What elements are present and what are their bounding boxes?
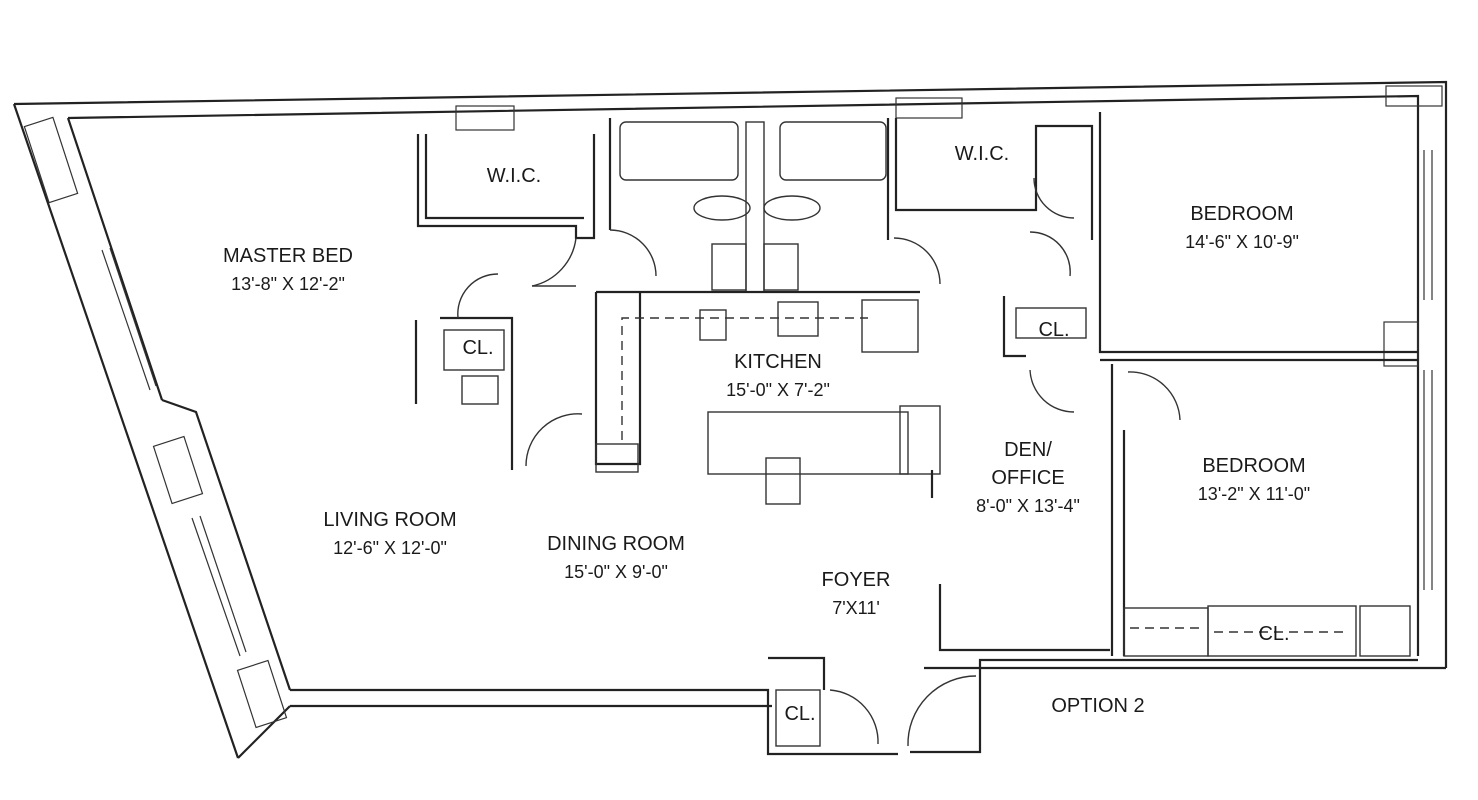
den-dims: 8'-0" X 13'-4" — [976, 496, 1080, 516]
door-swings — [457, 177, 1181, 747]
wic-right-label: W.I.C. — [955, 143, 1009, 165]
bedroom-1-label: BEDROOM — [1190, 203, 1293, 225]
closet-den-label: CL. — [1038, 319, 1069, 341]
dining-room-label: DINING ROOM — [547, 533, 685, 555]
bedroom-2-dims: 13'-2" X 11'-0" — [1198, 484, 1310, 504]
wic-left-label: W.I.C. — [487, 165, 541, 187]
foyer-label: FOYER — [822, 569, 891, 591]
bedroom-1-dims: 14'-6" X 10'-9" — [1185, 232, 1299, 252]
exterior-walls — [12, 80, 1448, 759]
closet-foyer-label: CL. — [784, 703, 815, 725]
office-label: OFFICE — [991, 467, 1064, 489]
master-bed-label: MASTER BED — [223, 245, 353, 267]
closet-master-label: CL. — [462, 337, 493, 359]
plan-option-label: OPTION 2 — [1051, 695, 1144, 717]
den-label: DEN/ — [1004, 439, 1052, 461]
master-bed-dims: 13'-8" X 12'-2" — [231, 274, 345, 294]
living-room-label: LIVING ROOM — [323, 509, 456, 531]
interior-walls — [414, 112, 1418, 747]
bedroom-2-label: BEDROOM — [1202, 455, 1305, 477]
closet-bedroom-2-label: CL. — [1258, 623, 1289, 645]
kitchen-label: KITCHEN — [734, 351, 822, 373]
room-labels: MASTER BED 13'-8" X 12'-2" W.I.C. W.I.C.… — [223, 143, 1310, 725]
windows — [23, 85, 1443, 729]
living-room-dims: 12'-6" X 12'-0" — [333, 538, 447, 558]
dining-room-dims: 15'-0" X 9'-0" — [564, 562, 668, 582]
kitchen-dims: 15'-0" X 7'-2" — [726, 380, 830, 400]
foyer-dims: 7'X11' — [832, 598, 880, 618]
